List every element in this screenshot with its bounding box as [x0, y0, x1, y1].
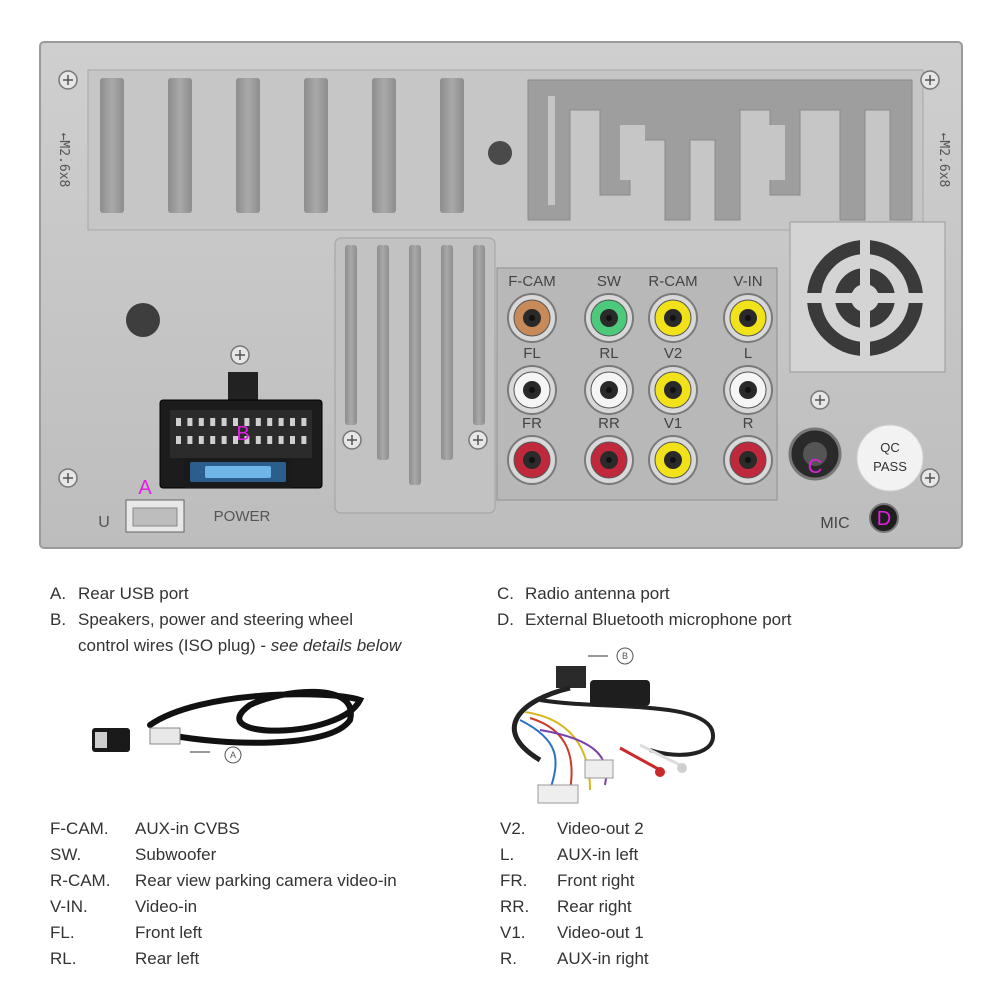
table-row: RR.Rear right	[500, 897, 632, 916]
marker-a: A	[138, 477, 152, 499]
rca-label: RL	[599, 345, 618, 362]
rca-label: V-IN	[733, 273, 762, 290]
table-row: F-CAM.AUX-in CVBS	[50, 819, 240, 838]
rca-jack	[723, 435, 773, 485]
rca-jacks: F-CAM SW R-CAM V-IN FL RL V2 L FR RR V1 R	[507, 273, 773, 485]
rca-label: FR	[522, 415, 542, 432]
rca-label: R-CAM	[648, 273, 697, 290]
table-row: SW.Subwoofer	[50, 845, 217, 864]
rca-jack	[507, 293, 557, 343]
usb-label: U	[98, 514, 110, 531]
qc-text-line2: PASS	[873, 459, 907, 474]
qc-pass-sticker	[856, 424, 924, 492]
screw-spec-left: ←M2.6x8	[56, 133, 71, 188]
rca-label: RR	[598, 415, 620, 432]
legend-item-b: B.Speakers, power and steering wheel	[50, 610, 353, 629]
legend-item-d: D.External Bluetooth microphone port	[497, 610, 792, 629]
cooling-fan	[789, 221, 946, 373]
screw-icon	[920, 468, 940, 488]
rca-jack	[584, 293, 634, 343]
vent-slots-upper	[100, 78, 464, 213]
screw-icon	[58, 468, 78, 488]
legend-left: A.Rear USB port B.Speakers, power and st…	[50, 581, 470, 659]
screw-icon	[342, 430, 362, 450]
rca-code-table-right: V2.Video-out 2 L.AUX-in left FR.Front ri…	[500, 816, 649, 972]
mic-label: MIC	[820, 515, 849, 532]
table-row: FL.Front left	[50, 923, 203, 942]
marker-b: B	[236, 423, 249, 445]
rca-jack	[723, 293, 773, 343]
vent-slots-center	[334, 237, 496, 514]
usb-callout-letter: A	[230, 750, 236, 760]
table-row: R.AUX-in right	[500, 949, 649, 968]
usb-cable-illustration	[92, 688, 365, 764]
rca-jack	[723, 365, 773, 415]
screw-icon	[230, 345, 250, 365]
rca-jack	[648, 365, 698, 415]
legend-right: C.Radio antenna port D.External Bluetoot…	[497, 581, 957, 633]
rca-jack	[584, 365, 634, 415]
rca-label: FL	[523, 345, 541, 362]
rca-jack	[648, 435, 698, 485]
screw-icon	[58, 70, 78, 90]
rca-label: L	[744, 345, 752, 362]
screw-icon	[468, 430, 488, 450]
rca-jack	[648, 293, 698, 343]
marker-d: D	[877, 508, 891, 530]
harness-callout-letter: B	[622, 651, 628, 661]
marker-c: C	[808, 456, 822, 478]
mic-port	[869, 503, 899, 533]
table-row: L.AUX-in left	[500, 845, 639, 864]
power-label: POWER	[214, 508, 271, 525]
table-row: FR.Front right	[500, 871, 635, 890]
mount-hole-left	[126, 303, 160, 337]
table-row: R-CAM.Rear view parking camera video-in	[50, 871, 397, 890]
rca-label: SW	[597, 273, 622, 290]
screw-icon	[920, 70, 940, 90]
iso-plug-connector	[159, 372, 323, 489]
rca-label: V2	[664, 345, 682, 362]
rca-label: V1	[664, 415, 682, 432]
screw-spec-right: ←M2.6x8	[936, 133, 951, 188]
table-row: RL.Rear left	[50, 949, 200, 968]
rca-label: R	[743, 415, 754, 432]
rca-jack	[507, 435, 557, 485]
screw-icon	[810, 390, 830, 410]
harness-illustration	[511, 647, 715, 804]
table-row: V1.Video-out 1	[500, 923, 644, 942]
qc-text-line1: QC	[880, 440, 900, 455]
legend-item-c: C.Radio antenna port	[497, 584, 670, 603]
rca-code-table-left: F-CAM.AUX-in CVBS SW.Subwoofer R-CAM.Rea…	[50, 816, 397, 972]
legend-item-b-continuation: control wires (ISO plug) - see details b…	[78, 636, 402, 655]
rca-jack	[507, 365, 557, 415]
mount-hole-top	[488, 141, 512, 165]
rca-jack	[584, 435, 634, 485]
legend-item-a: A.Rear USB port	[50, 584, 189, 603]
table-row: V2.Video-out 2	[500, 819, 644, 838]
meander-vent	[527, 79, 913, 221]
table-row: V-IN.Video-in	[50, 897, 198, 916]
rca-label: F-CAM	[508, 273, 556, 290]
